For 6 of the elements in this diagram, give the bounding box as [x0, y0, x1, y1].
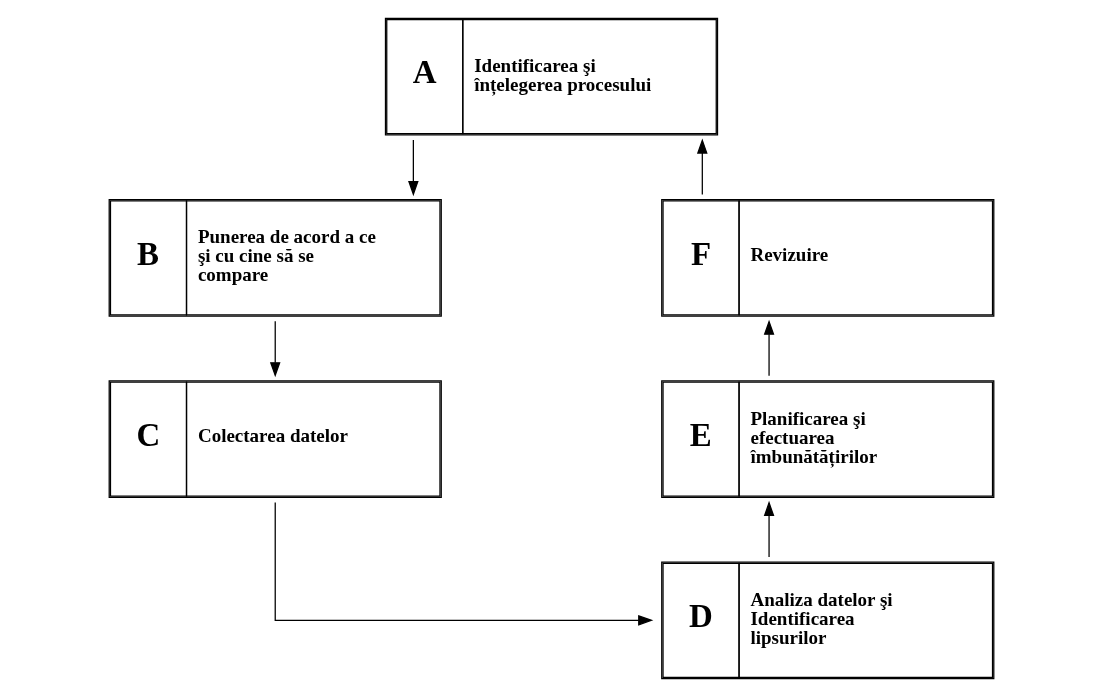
arrow — [696, 138, 708, 196]
arrow — [269, 320, 281, 378]
arrow — [763, 500, 775, 558]
arrow — [763, 319, 775, 377]
arrow — [274, 501, 654, 626]
arrow — [408, 139, 419, 197]
